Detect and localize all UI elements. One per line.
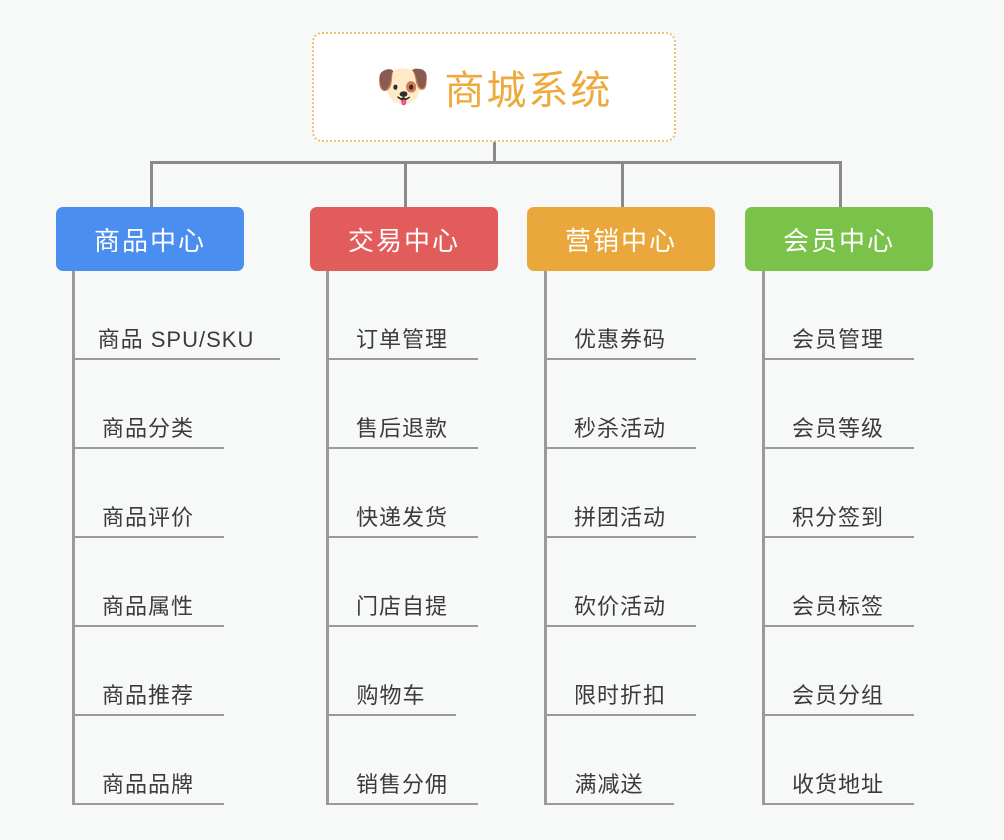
- leaf-item[interactable]: 快递发货: [326, 449, 478, 538]
- leaf-item-label: 售后退款: [355, 416, 448, 441]
- category-box-4[interactable]: 会员中心: [745, 207, 933, 271]
- root-node[interactable]: 🐶 商城系统: [312, 32, 676, 142]
- category-trunk-3: [544, 271, 547, 805]
- leaf-item-label: 快递发货: [355, 505, 448, 530]
- leaf-item-label: 砍价活动: [573, 594, 666, 619]
- category-trunk-2: [326, 271, 329, 805]
- category-trunk-1: [72, 271, 75, 805]
- leaf-item[interactable]: 会员分组: [762, 627, 914, 716]
- leaf-item-label: 优惠券码: [573, 327, 666, 352]
- leaf-item[interactable]: 拼团活动: [544, 449, 696, 538]
- category-label: 商品中心: [93, 225, 206, 256]
- category-box-1[interactable]: 商品中心: [56, 207, 244, 271]
- leaf-item-label: 会员标签: [791, 594, 884, 619]
- leaf-item[interactable]: 优惠券码: [544, 271, 696, 360]
- root-node-label: 商城系统: [444, 69, 613, 113]
- leaf-item-label: 满减送: [574, 772, 644, 797]
- leaf-item[interactable]: 购物车: [326, 627, 456, 716]
- connector-drop-1: [150, 161, 153, 207]
- leaf-item[interactable]: 满减送: [544, 716, 674, 805]
- leaf-item[interactable]: 会员标签: [762, 538, 914, 627]
- leaf-item[interactable]: 收货地址: [762, 716, 914, 805]
- category-box-3[interactable]: 营销中心: [527, 207, 715, 271]
- leaf-item-label: 会员分组: [791, 683, 884, 708]
- leaf-item[interactable]: 订单管理: [326, 271, 478, 360]
- connector-horizontal-bus: [150, 161, 839, 164]
- leaf-item[interactable]: 秒杀活动: [544, 360, 696, 449]
- leaf-item[interactable]: 商品评价: [72, 449, 224, 538]
- leaf-item-label: 商品 SPU/SKU: [97, 327, 255, 352]
- category-trunk-4: [762, 271, 765, 805]
- leaf-item[interactable]: 商品品牌: [72, 716, 224, 805]
- leaf-item-label: 门店自提: [355, 594, 448, 619]
- leaf-item-label: 拼团活动: [573, 505, 666, 530]
- category-label: 交易中心: [347, 225, 460, 256]
- leaf-item[interactable]: 商品属性: [72, 538, 224, 627]
- dog-face-icon: 🐶: [375, 61, 431, 112]
- leaf-item-label: 商品分类: [101, 416, 194, 441]
- leaf-item-label: 收货地址: [791, 772, 884, 797]
- leaf-item-label: 商品属性: [101, 594, 194, 619]
- connector-root-stem: [493, 142, 496, 164]
- leaf-item[interactable]: 销售分佣: [326, 716, 478, 805]
- leaf-item-label: 积分签到: [791, 505, 884, 530]
- connector-drop-3: [621, 161, 624, 207]
- category-label: 营销中心: [564, 225, 677, 256]
- leaf-item[interactable]: 门店自提: [326, 538, 478, 627]
- leaf-item[interactable]: 砍价活动: [544, 538, 696, 627]
- category-label: 会员中心: [782, 225, 895, 256]
- leaf-item[interactable]: 商品 SPU/SKU: [72, 271, 280, 360]
- connector-drop-2: [404, 161, 407, 207]
- leaf-item[interactable]: 售后退款: [326, 360, 478, 449]
- leaf-item[interactable]: 商品推荐: [72, 627, 224, 716]
- connector-drop-4: [839, 161, 842, 207]
- category-box-2[interactable]: 交易中心: [310, 207, 498, 271]
- leaf-item[interactable]: 会员管理: [762, 271, 914, 360]
- leaf-item-label: 会员等级: [791, 416, 884, 441]
- leaf-item-label: 商品推荐: [101, 683, 194, 708]
- leaf-item-label: 购物车: [356, 683, 426, 708]
- leaf-item-label: 限时折扣: [573, 683, 666, 708]
- leaf-item-label: 秒杀活动: [573, 416, 666, 441]
- leaf-item-label: 商品评价: [101, 505, 194, 530]
- leaf-item[interactable]: 会员等级: [762, 360, 914, 449]
- leaf-item-label: 商品品牌: [101, 772, 194, 797]
- leaf-item[interactable]: 商品分类: [72, 360, 224, 449]
- leaf-item-label: 会员管理: [791, 327, 884, 352]
- leaf-item[interactable]: 限时折扣: [544, 627, 696, 716]
- leaf-item[interactable]: 积分签到: [762, 449, 914, 538]
- leaf-item-label: 订单管理: [355, 327, 448, 352]
- leaf-item-label: 销售分佣: [355, 772, 448, 797]
